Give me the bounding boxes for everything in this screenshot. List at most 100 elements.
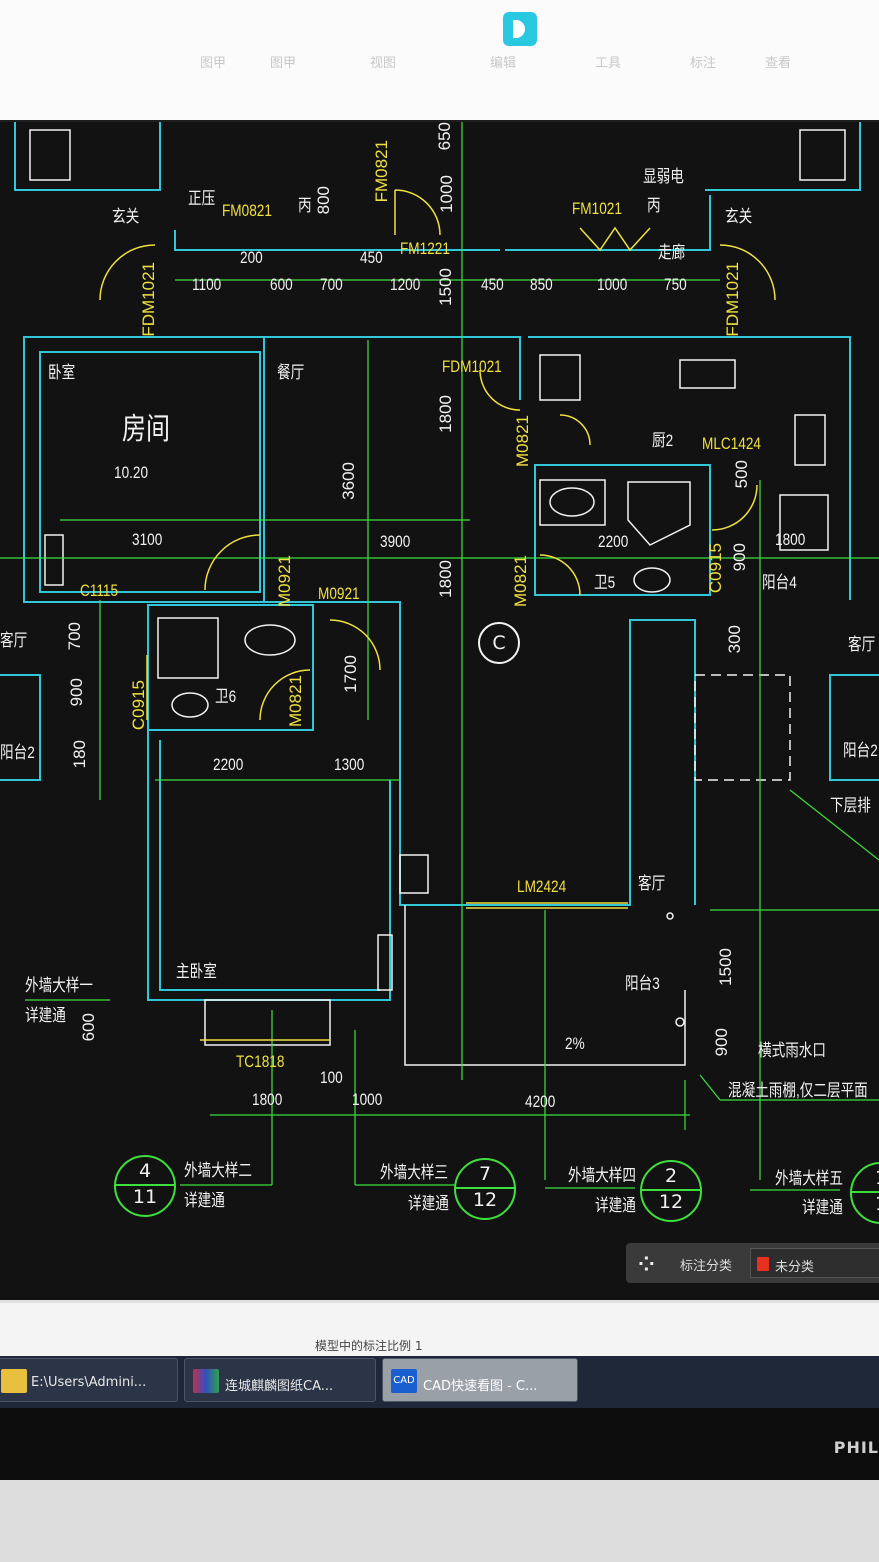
door-label: FM1221 [400, 239, 450, 258]
room-label: 客厅 [848, 635, 876, 654]
dimension: 900 [712, 1028, 731, 1057]
annotation-category-panel[interactable]: ⁘ 标注分类 未分类 [626, 1243, 879, 1283]
command-text: 模型中的标注比例 1 [315, 1339, 423, 1353]
dimension: 450 [360, 248, 383, 267]
room-label: 餐厅 [277, 363, 305, 382]
door-label: FDM1021 [442, 357, 502, 376]
dimension: 1200 [390, 275, 421, 294]
dimension: 600 [270, 275, 293, 294]
dimension: 3900 [380, 532, 411, 551]
dimension: 2200 [213, 755, 244, 774]
toolbar-item[interactable]: 图甲 [200, 56, 227, 71]
room-label: 阳台2 [0, 743, 35, 762]
taskbar-label: CAD快速看图 - C... [423, 1379, 538, 1394]
dimension: 2200 [598, 532, 629, 551]
room-label: 玄关 [112, 207, 140, 226]
dimension: 100 [320, 1068, 343, 1087]
room-name: 房间 [122, 413, 170, 446]
room-label: 走廊 [658, 243, 686, 262]
taskbar-item-cad[interactable]: CAD CAD快速看图 - C... [382, 1358, 578, 1402]
detail-ref-sheet: 11 [132, 1186, 158, 1208]
taskbar-item-archive[interactable]: 连城麒麟图纸CA... [184, 1358, 376, 1402]
room-label: 客厅 [0, 631, 28, 650]
dimension: 900 [67, 678, 86, 707]
app-logo-icon [503, 12, 537, 46]
taskbar-item-explorer[interactable]: E:\Users\Admini... [0, 1358, 178, 1402]
dimension: 3600 [339, 462, 358, 500]
detail-note: 外墙大样四 [568, 1166, 636, 1185]
toolbar-item[interactable]: 工具 [595, 56, 622, 71]
color-swatch [757, 1257, 769, 1271]
note-label: 混凝土雨棚,仅二层平面 [728, 1081, 868, 1100]
door-label: M0821 [511, 555, 530, 607]
dimension: 3100 [132, 530, 163, 549]
room-label: 阳台4 [762, 573, 797, 592]
window-label: MLC1424 [702, 434, 761, 453]
slope-label: 2% [565, 1034, 585, 1053]
detail-note: 详建通 [408, 1194, 449, 1213]
command-bar: 模型中的标注比例 1 [0, 1300, 879, 1360]
door-label: M0821 [286, 675, 305, 727]
taskbar-label: E:\Users\Admini... [31, 1375, 147, 1390]
dimension: 180 [70, 740, 89, 769]
room-label: 卧室 [48, 363, 76, 382]
room-label: 厨2 [652, 431, 674, 450]
toolbar-item[interactable]: 标注 [690, 56, 717, 71]
dimension: 450 [481, 275, 504, 294]
door-label: M0921 [318, 584, 360, 603]
dimension: 200 [240, 248, 263, 267]
note-label: 横式雨水口 [758, 1041, 826, 1060]
dimension: 1800 [775, 530, 806, 549]
detail-ref-bubble: 11 [850, 1162, 879, 1224]
dimension: 700 [65, 622, 84, 651]
dimension: 600 [79, 1013, 98, 1042]
axis-bubble: C [478, 622, 520, 664]
door-label: M0921 [275, 555, 294, 607]
category-select[interactable]: 未分类 [750, 1248, 879, 1278]
dimension: 850 [530, 275, 553, 294]
room-label: 客厅 [638, 874, 666, 893]
toolbar-item[interactable]: 编辑 [490, 56, 517, 71]
desk-surface [0, 1480, 879, 1562]
toolbar-item[interactable]: 图甲 [270, 56, 297, 71]
dimension: 1800 [252, 1090, 283, 1109]
fire-rating-label: 丙 [298, 196, 312, 215]
door-label: FM0821 [222, 201, 272, 220]
detail-note: 详建通 [25, 1006, 66, 1025]
detail-ref-number: 2 [642, 1162, 700, 1191]
door-label: LM2424 [517, 877, 567, 896]
detail-note: 详建通 [595, 1196, 636, 1215]
detail-ref-number: 7 [456, 1160, 514, 1189]
dimension: 1800 [436, 560, 455, 598]
dimension: 750 [664, 275, 687, 294]
detail-note: 外墙大样三 [380, 1163, 448, 1182]
door-label: FM1021 [572, 199, 622, 218]
dimension: 1000 [437, 175, 456, 213]
door-label: FM0821 [372, 140, 391, 203]
dimension: 300 [725, 625, 744, 654]
window-label: C0915 [706, 543, 725, 594]
detail-ref-number: 1 [852, 1164, 879, 1193]
dimension: 4200 [525, 1092, 556, 1111]
cad-drawing-canvas[interactable]: FM0821 FM1021 FM1221 FDM1021 FDM1021 FDM… [0, 122, 879, 1300]
dimension: 1800 [436, 395, 455, 433]
room-label: 阳台3 [625, 974, 660, 993]
winrar-icon [193, 1369, 219, 1393]
door-label: FDM1021 [723, 262, 742, 337]
toolbar-item[interactable]: 视图 [370, 56, 397, 71]
toolbar-item[interactable]: 查看 [765, 56, 792, 71]
dimension: 1700 [341, 655, 360, 693]
detail-ref-sheet: 1 [852, 1193, 879, 1215]
cad-app-icon: CAD [391, 1369, 417, 1393]
room-area: 10.20 [114, 463, 149, 482]
dimension: 650 [435, 122, 454, 151]
room-label: 卫5 [594, 573, 616, 592]
fire-rating-label: 丙 [647, 196, 661, 215]
detail-note: 详建通 [184, 1191, 225, 1210]
room-label: 卫6 [215, 687, 237, 706]
door-label: M0821 [513, 415, 532, 467]
monitor-brand: PHIL [833, 1438, 879, 1457]
room-label: 主卧室 [176, 962, 217, 981]
